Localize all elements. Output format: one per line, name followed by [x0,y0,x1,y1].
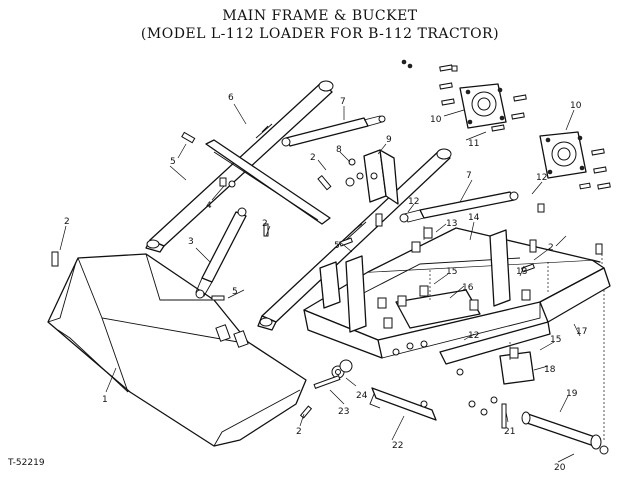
rod-bolt-part [501,403,507,429]
callout-18: 18 [544,365,556,375]
lift-cylinder-upper-part [281,115,386,147]
callout-leaders [59,103,581,463]
callout-2: 2 [548,243,554,253]
callout-21: 21 [504,427,515,437]
callout-numbers: 1 2 2 2 2 2 3 4 5 5 5 6 7 7 8 9 10 10 11… [64,93,587,473]
support-bracket-part [369,387,437,421]
pin-shaft-part [521,411,602,450]
plate-bolts-hardware [439,64,611,190]
callout-3: 3 [188,237,194,247]
side-rail-part [439,267,611,365]
arm-cross-tube-part [205,139,331,225]
bucket-part [47,253,307,447]
callout-19: 19 [566,389,578,399]
mounting-plate-upper-part [459,83,507,129]
callout-2: 2 [296,427,302,437]
callout-14: 14 [468,213,480,223]
diagram-subtitle: (MODEL L-112 LOADER FOR B-112 TRACTOR) [140,26,500,42]
callout-6: 6 [228,93,234,103]
upright-bracket-part [363,149,399,205]
callout-7: 7 [340,97,346,107]
callout-15: 15 [550,335,561,345]
frame-uprights-part [319,229,511,333]
callout-1: 1 [102,395,108,405]
callout-22: 22 [392,441,403,451]
mounting-plate-lower-part [539,131,587,179]
callout-12: 12 [468,331,479,341]
callout-16: 16 [462,283,474,293]
callout-5: 5 [232,287,238,297]
center-plate-part [395,289,481,329]
drawing-reference-code: T-52219 [8,458,45,468]
small-bracket-part [499,351,535,385]
alignment-lines [423,226,605,440]
lift-cylinder-lower-part [399,191,519,223]
callout-4: 4 [206,201,212,211]
bucket-cylinder-part [195,207,247,299]
callout-13: 13 [516,267,527,277]
callout-9: 9 [386,135,392,145]
callout-8: 8 [336,145,342,155]
callout-10: 10 [430,115,442,125]
bushing-part [331,359,353,379]
callout-2: 2 [262,219,268,229]
callout-13: 13 [446,219,457,229]
diagram-title: MAIN FRAME & BUCKET [222,8,418,24]
callout-2: 2 [64,217,70,227]
callout-17: 17 [576,327,587,337]
fasteners-hardware [219,59,609,455]
callout-20: 20 [554,463,566,473]
callout-10: 10 [570,101,582,111]
callout-7: 7 [466,171,472,181]
right-loader-arm-part [257,148,452,331]
bolt-part [313,375,341,389]
pins-hardware [51,131,535,419]
callout-2: 2 [310,153,316,163]
callout-12: 12 [408,197,419,207]
callout-15: 15 [446,267,457,277]
callout-24: 24 [356,391,368,401]
callout-5: 5 [334,241,340,251]
callout-5: 5 [170,157,176,167]
callout-23: 23 [338,407,349,417]
callout-12: 12 [536,173,547,183]
callout-11: 11 [468,139,479,149]
